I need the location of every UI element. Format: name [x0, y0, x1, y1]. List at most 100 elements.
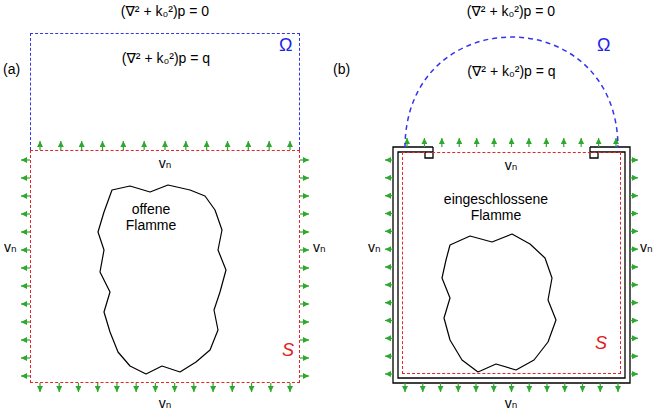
velocity-label: vₙ [4, 240, 17, 255]
velocity-arrow [475, 383, 476, 392]
velocity-arrow [60, 141, 61, 150]
velocity-arrow [422, 383, 423, 392]
velocity-arrow [300, 213, 309, 214]
velocity-label: vₙ [505, 158, 518, 173]
velocity-arrow [385, 284, 393, 285]
velocity-arrow [185, 141, 186, 150]
velocity-arrow [97, 383, 98, 392]
velocity-arrow [300, 195, 309, 196]
velocity-arrow [21, 231, 30, 232]
velocity-arrow [385, 320, 393, 321]
velocity-arrow [155, 383, 156, 392]
velocity-arrow [136, 383, 137, 392]
velocity-arrow [300, 285, 309, 286]
velocity-arrow [21, 195, 30, 196]
velocity-arrow [546, 138, 547, 147]
velocity-arrow [440, 383, 441, 392]
velocity-arrow [600, 383, 601, 392]
velocity-arrow [630, 284, 638, 285]
domain-outline [405, 20, 618, 148]
velocity-arrow [563, 138, 564, 147]
velocity-arrow [582, 383, 583, 392]
velocity-arrow [615, 138, 616, 147]
velocity-arrow [174, 383, 175, 392]
velocity-arrow [300, 375, 309, 376]
velocity-arrow [546, 383, 547, 392]
velocity-arrow [21, 267, 30, 268]
velocity-arrow [39, 383, 40, 392]
velocity-arrow [102, 141, 103, 150]
velocity-arrow [270, 383, 271, 392]
velocity-arrow [78, 383, 79, 392]
velocity-arrow [21, 249, 30, 250]
homogeneous-equation: (∇² + k₀²)p = 0 [467, 4, 555, 19]
velocity-arrow [385, 213, 393, 214]
velocity-arrow [81, 141, 82, 150]
velocity-arrow [21, 303, 30, 304]
velocity-arrow [385, 159, 393, 160]
velocity-arrow [493, 138, 494, 147]
flame-label: eingeschlossene Flamme [444, 191, 548, 223]
velocity-arrow [630, 338, 638, 339]
velocity-arrow [385, 231, 393, 232]
velocity-arrow [232, 383, 233, 392]
velocity-arrow [476, 138, 477, 147]
velocity-arrow [385, 302, 393, 303]
velocity-arrow [21, 177, 30, 178]
velocity-arrow [59, 383, 60, 392]
velocity-arrow [300, 339, 309, 340]
velocity-arrow [385, 195, 393, 196]
velocity-arrow [564, 383, 565, 392]
velocity-arrow [206, 141, 207, 150]
velocity-arrow [630, 213, 638, 214]
control-surface: eingeschlossene FlammeS [402, 152, 621, 374]
velocity-arrow [630, 356, 638, 357]
velocity-arrow [385, 177, 393, 178]
velocity-arrow [21, 159, 30, 160]
velocity-arrow [385, 266, 393, 267]
velocity-arrow [300, 303, 309, 304]
velocity-arrow [116, 383, 117, 392]
housing-wall [393, 147, 630, 383]
velocity-arrow [21, 213, 30, 214]
velocity-arrow [404, 383, 405, 392]
velocity-arrow [630, 177, 638, 178]
velocity-arrow [385, 373, 393, 374]
velocity-label: vₙ [159, 396, 172, 411]
velocity-arrow [598, 138, 599, 147]
velocity-label: vₙ [640, 240, 653, 255]
flame-outline [98, 185, 226, 374]
inhomogeneous-equation: (∇² + k₀²)p = q [467, 64, 555, 79]
velocity-arrow [289, 383, 290, 392]
domain-symbol: Ω [597, 36, 610, 56]
velocity-arrow [269, 141, 270, 150]
velocity-arrows [21, 138, 638, 392]
velocity-arrow [21, 285, 30, 286]
velocity-arrow [300, 267, 309, 268]
velocity-arrow [630, 373, 638, 374]
velocity-arrow [300, 231, 309, 232]
velocity-arrow [459, 138, 460, 147]
domain-omega: Ω(∇² + k₀²)p = q [30, 33, 300, 150]
velocity-arrow [441, 138, 442, 147]
velocity-arrow [212, 383, 213, 392]
velocity-arrow [227, 141, 228, 150]
velocity-arrow [300, 177, 309, 178]
velocity-arrow [300, 159, 309, 160]
flame-label: offene Flamme [126, 201, 177, 233]
velocity-arrow [193, 383, 194, 392]
panel-label: (b) [333, 62, 350, 77]
velocity-arrow [300, 321, 309, 322]
surface-symbol: S [595, 334, 607, 354]
velocity-arrow [300, 357, 309, 358]
velocity-arrow [630, 320, 638, 321]
velocity-arrow [630, 231, 638, 232]
velocity-arrow [458, 383, 459, 392]
velocity-arrow [144, 141, 145, 150]
velocity-arrow [493, 383, 494, 392]
velocity-arrow [123, 141, 124, 150]
velocity-label: vₙ [159, 156, 172, 171]
velocity-label: vₙ [505, 396, 518, 411]
velocity-arrow [248, 141, 249, 150]
velocity-arrow [21, 339, 30, 340]
